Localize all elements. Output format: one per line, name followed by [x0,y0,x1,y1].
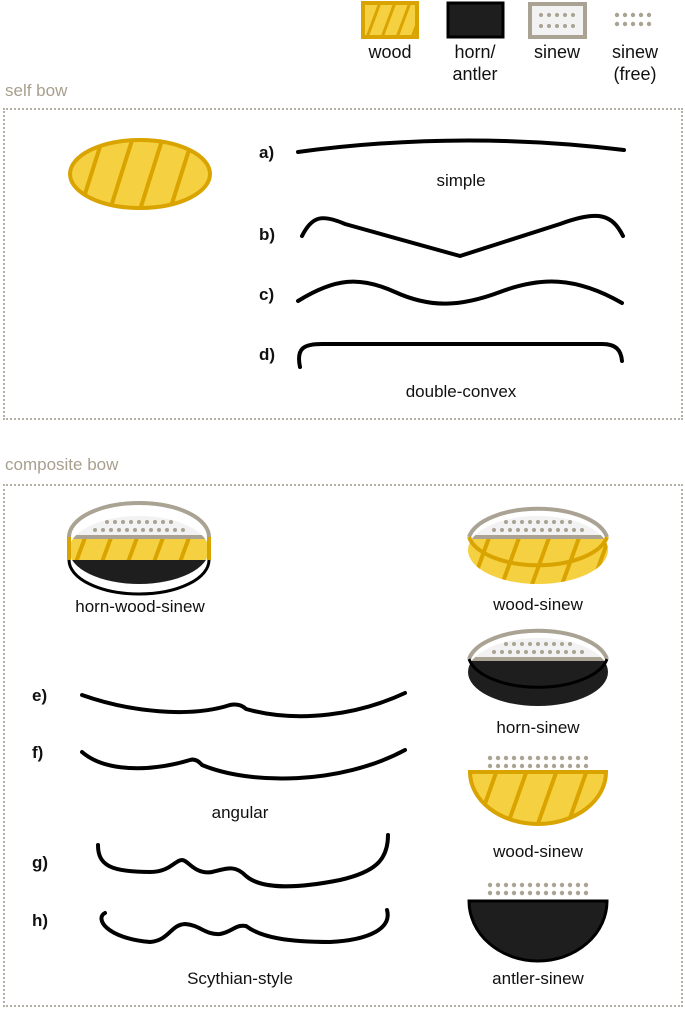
profile-h [99,908,390,944]
horn-sinew-section-icon [467,628,609,706]
profile-c [296,279,624,306]
self-profile-letter-d: d) [259,345,276,364]
antler-sinew-section-icon [467,882,609,963]
self-profile-letter-b: b) [259,225,276,244]
caption-horn-wood-sinew: horn-wood-sinew [75,597,205,616]
caption-horn-sinew: horn-sinew [496,718,580,737]
self-profile-letter-a: a) [259,143,275,162]
legend-label-wood: wood [368,42,412,62]
caption-wood-sinew-1: wood-sinew [493,595,583,614]
self-bow-title: self bow [5,81,68,100]
composite-profile-letter-e: e) [32,686,48,705]
legend-label-horn: horn/ antler [452,42,498,84]
legend-label-sinew-free: sinew (free) [611,42,659,84]
caption-wood-sinew-2: wood-sinew [493,842,583,861]
wood-free-sinew-section-icon [467,755,609,826]
composite-bow-title: composite bow [5,455,119,474]
self-caption-simple: simple [436,171,486,190]
profile-e [80,691,407,719]
wood-sinew-section-icon [467,506,609,584]
composite-profile-letter-g: g) [32,853,49,872]
horn-wood-sinew-section-icon [67,501,211,596]
composite-profile-letter-f: f) [32,743,44,762]
self-bow-panel [3,108,683,420]
composite-bow-panel [3,484,683,1007]
legend-swatches [361,1,652,39]
caption-scythian-style: Scythian-style [187,969,293,988]
legend: wood horn/ antler sinew sinew (free) [0,0,685,90]
wood-swatch-icon [361,1,419,39]
horn-swatch-icon [446,1,505,39]
sinew-free-swatch-icon [614,12,652,27]
self-caption-double-convex: double-convex [405,382,517,401]
caption-angular: angular [211,803,269,822]
profile-g [96,833,390,889]
profile-d [297,342,624,369]
legend-label-sinew: sinew [533,42,581,62]
self-profile-letter-c: c) [259,285,275,304]
sinew-swatch-icon [528,2,587,39]
profile-f [80,748,407,781]
self-bow-drawings [68,138,626,369]
profile-a [296,138,626,154]
profile-b [300,214,625,258]
composite-profile-letter-h: h) [32,911,49,930]
caption-antler-sinew: antler-sinew [492,969,584,988]
